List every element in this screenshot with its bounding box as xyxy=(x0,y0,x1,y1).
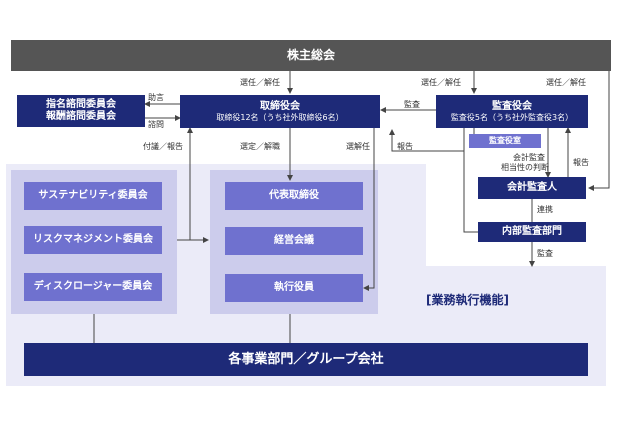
audit-board-title: 監査役会 xyxy=(492,100,532,112)
nomination-committee-label: 指名諮問委員会 xyxy=(46,99,116,110)
business-units-label: 各事業部門／グループ会社 xyxy=(228,351,384,367)
risk-management-committee-box: リスクマネジメント委員会 xyxy=(24,226,162,254)
audit-label: 監査 xyxy=(404,100,420,109)
consult-label: 諮問 xyxy=(148,120,164,129)
sustainability-committee-box: サステナビリティ委員会 xyxy=(24,182,162,210)
executive-officers-label: 執行役員 xyxy=(274,282,314,293)
dismiss-label: 選解任 xyxy=(346,142,370,151)
advise-label: 助言 xyxy=(148,93,164,102)
accounting-auditor-label: 会計監査人 xyxy=(507,182,557,193)
risk-management-committee-label: リスクマネジメント委員会 xyxy=(33,234,153,245)
report-label-board: 報告 xyxy=(397,142,413,151)
elect-label-auditor: 選任／解任 xyxy=(546,78,586,87)
accounting-audit-label: 会計監査 xyxy=(513,153,545,162)
shareholders-meeting-box: 株主総会 xyxy=(11,40,611,71)
report-label-auditor: 報告 xyxy=(573,158,589,167)
audit-board-box: 監査役会 監査役5名（うち社外監査役3名） xyxy=(436,95,588,128)
appoint-dismiss-label: 選定／解職 xyxy=(240,142,280,151)
executive-officers-box: 執行役員 xyxy=(225,274,363,302)
board-title: 取締役会 xyxy=(260,100,300,112)
appropriateness-label: 相当性の判断 xyxy=(501,163,549,172)
audit-office-label: 監査役室 xyxy=(489,136,521,145)
accounting-auditor-box: 会計監査人 xyxy=(478,177,586,199)
management-meeting-box: 経営会議 xyxy=(225,227,363,255)
disclosure-committee-label: ディスクロージャー委員会 xyxy=(33,281,153,292)
board-detail: 取締役12名（うち社外取締役6名） xyxy=(216,112,344,122)
advisory-committees-box: 指名諮問委員会 報酬諮問委員会 xyxy=(17,95,145,127)
business-execution-label: [業務執行機能] xyxy=(426,293,509,307)
audit-label-internal: 監査 xyxy=(537,249,553,258)
management-meeting-label: 経営会議 xyxy=(274,235,314,246)
internal-audit-label: 内部監査部門 xyxy=(502,226,562,237)
elect-label-board: 選任／解任 xyxy=(240,78,280,87)
cooperation-label: 連携 xyxy=(537,205,553,214)
elect-label-audit: 選任／解任 xyxy=(421,78,461,87)
representative-director-box: 代表取締役 xyxy=(225,182,363,210)
sustainability-committee-label: サステナビリティ委員会 xyxy=(38,190,148,201)
refer-report-label: 付議／報告 xyxy=(143,142,183,151)
audit-board-detail: 監査役5名（うち社外監査役3名） xyxy=(450,112,574,122)
disclosure-committee-box: ディスクロージャー委員会 xyxy=(24,273,162,301)
shareholders-meeting-label: 株主総会 xyxy=(286,48,335,63)
remuneration-committee-label: 報酬諮問委員会 xyxy=(46,111,116,122)
audit-office-box: 監査役室 xyxy=(469,134,541,148)
representative-director-label: 代表取締役 xyxy=(269,190,319,201)
internal-audit-box: 内部監査部門 xyxy=(478,222,586,242)
board-of-directors-box: 取締役会 取締役12名（うち社外取締役6名） xyxy=(180,95,380,128)
business-units-box: 各事業部門／グループ会社 xyxy=(24,343,588,376)
